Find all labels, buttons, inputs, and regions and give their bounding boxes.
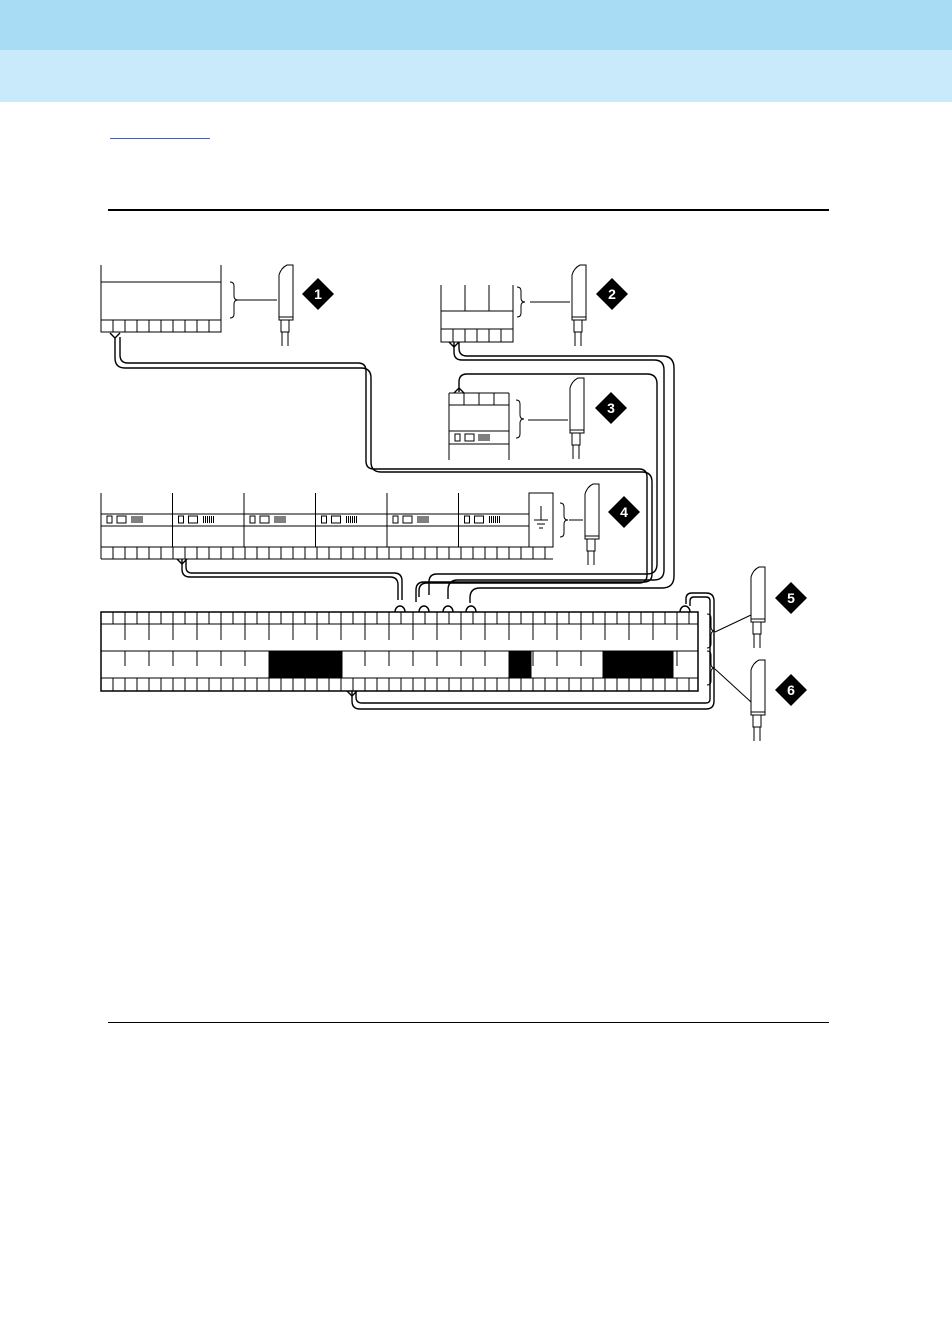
callout-1: 1 — [302, 278, 334, 310]
callout-4: 4 — [608, 496, 640, 528]
callout-2: 2 — [596, 278, 628, 310]
cable-plug-4 — [585, 484, 599, 565]
callout-label-4: 4 — [620, 504, 628, 520]
main-panel — [101, 612, 751, 702]
callout-6: 6 — [775, 674, 807, 706]
cable-plug-2 — [572, 265, 586, 346]
cable-plug-5 — [751, 567, 765, 648]
cable-plug-1 — [279, 265, 293, 346]
callout-label-1: 1 — [314, 286, 322, 302]
unit-1-carrier — [101, 265, 277, 332]
callout-5: 5 — [775, 582, 807, 614]
unit-2-carrier — [441, 285, 570, 342]
callout-label-5: 5 — [787, 590, 795, 606]
cable-plug-3 — [570, 378, 584, 459]
callout-3: 3 — [595, 392, 627, 424]
unit-4-carrier — [101, 493, 583, 559]
callout-label-6: 6 — [787, 682, 795, 698]
unit-3-carrier — [449, 393, 568, 460]
callout-label-2: 2 — [608, 286, 616, 302]
callout-label-3: 3 — [607, 400, 615, 416]
cable-plug-6 — [751, 660, 765, 741]
